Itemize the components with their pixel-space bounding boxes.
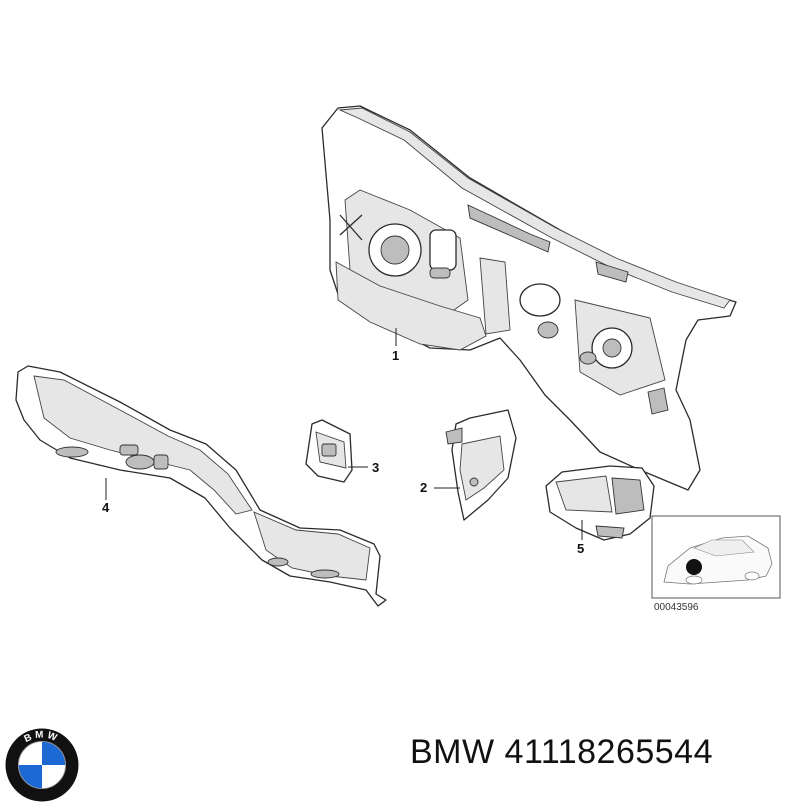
callout-2: 2 (420, 480, 427, 495)
logo-letters: BMW (23, 729, 62, 745)
bmw-logo: BMW (5, 728, 79, 802)
reference-code: 00043596 (654, 602, 699, 613)
caption-part-number: 41118265544 (504, 733, 714, 771)
callout-4: 4 (102, 500, 110, 515)
logo-quadrant-blue (42, 741, 66, 765)
part-caption: BMW 41118265544 (410, 733, 713, 772)
location-marker (686, 559, 702, 575)
bracket-side (445, 409, 517, 521)
callout-5: 5 (577, 541, 584, 556)
bracket-small (305, 419, 353, 483)
logo-quadrant-blue (18, 765, 42, 789)
callout-1: 1 (392, 348, 399, 363)
callout-3: 3 (372, 460, 379, 475)
housing-part (545, 465, 655, 541)
bulkhead-panel (321, 105, 737, 491)
caption-brand: BMW (410, 733, 495, 771)
longitudinal-member (15, 365, 387, 607)
car-locator-inset (651, 515, 781, 599)
